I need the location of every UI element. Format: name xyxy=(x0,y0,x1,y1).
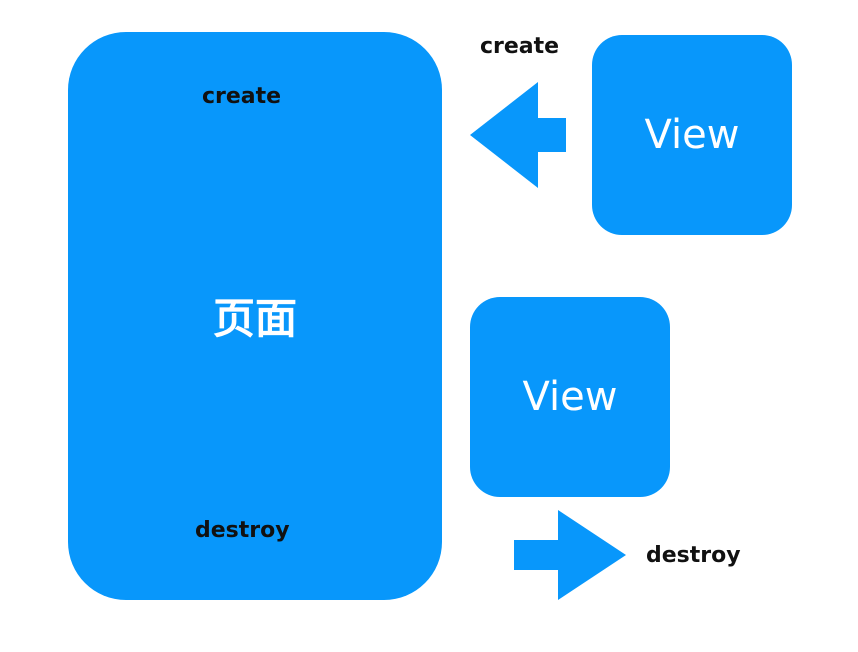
arrow-create-label: create xyxy=(480,34,560,59)
page-box: 页面 xyxy=(68,32,442,600)
view-box-bottom: View xyxy=(470,297,670,497)
page-create-label: create xyxy=(202,84,282,109)
arrow-destroy-label: destroy xyxy=(646,543,741,568)
arrow-right-icon xyxy=(514,510,626,600)
view-box-top: View xyxy=(592,35,792,235)
arrow-right-shape xyxy=(514,510,626,600)
page-title: 页面 xyxy=(212,293,297,343)
page-destroy-label: destroy xyxy=(195,518,290,543)
arrow-left-shape xyxy=(470,82,566,188)
arrow-left-icon xyxy=(470,82,566,188)
view-bottom-title: View xyxy=(522,374,618,420)
view-top-title: View xyxy=(644,112,740,158)
